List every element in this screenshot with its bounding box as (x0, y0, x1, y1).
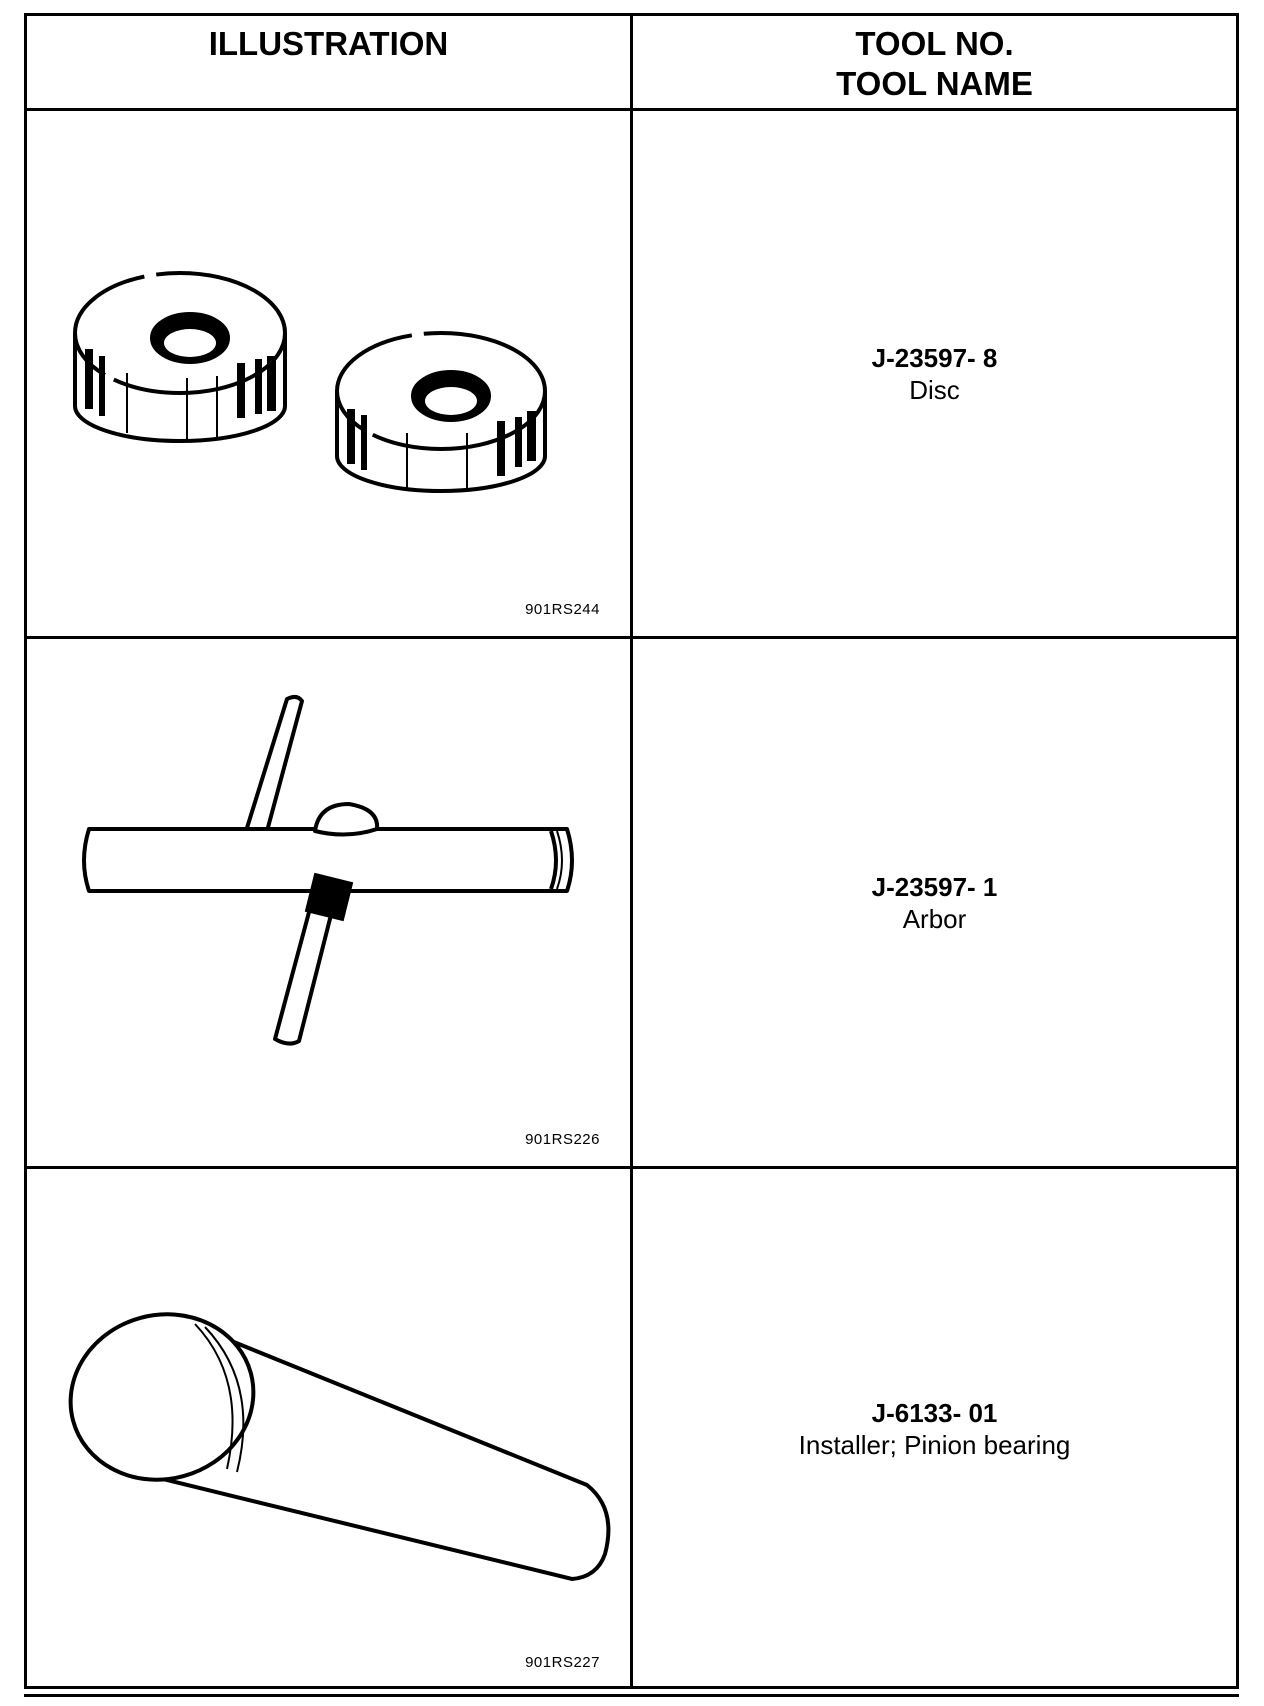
tool-name: Disc (909, 374, 960, 405)
illustration-cell-disc: 901RS244 (27, 111, 630, 636)
figure-ref: 901RS226 (525, 1131, 600, 1148)
tool-name: Installer; Pinion bearing (798, 1430, 1071, 1460)
illustration-cell-installer: 901RS227 (27, 1169, 630, 1689)
column-divider (630, 16, 633, 1686)
arbor-icon (82, 694, 574, 1046)
header-tool-name: TOOL NAME (836, 65, 1033, 102)
tool-number: J-23597- 1 (871, 871, 998, 902)
tool-info-installer: J-6133- 01 Installer; Pinion bearing (633, 1169, 1236, 1689)
tool-info-arbor: J-23597- 1 Arbor (633, 639, 1236, 1166)
header-illustration: ILLUSTRATION (208, 25, 449, 62)
tool-info-disc: J-23597- 8 Disc (633, 111, 1236, 636)
illustration-cell-arbor: 901RS226 (27, 639, 630, 1166)
bottom-rule (24, 1694, 1239, 1697)
row-divider (27, 1166, 1236, 1169)
disc-pair-icon (73, 271, 547, 493)
installer-icon (68, 1312, 611, 1582)
header-divider (27, 108, 1236, 111)
header-tool-no: TOOL NO. (855, 25, 1014, 62)
tool-number: J-6133- 01 (871, 1398, 998, 1428)
row-divider (27, 636, 1236, 639)
header-tool: TOOL NO. TOOL NAME (633, 16, 1236, 108)
tool-name: Arbor (902, 903, 967, 934)
figure-ref: 901RS227 (525, 1654, 600, 1671)
figure-ref: 901RS244 (525, 601, 600, 618)
tool-table: ILLUSTRATION TOOL NO. TOOL NAME (24, 13, 1239, 1689)
tool-number: J-23597- 8 (871, 342, 998, 373)
